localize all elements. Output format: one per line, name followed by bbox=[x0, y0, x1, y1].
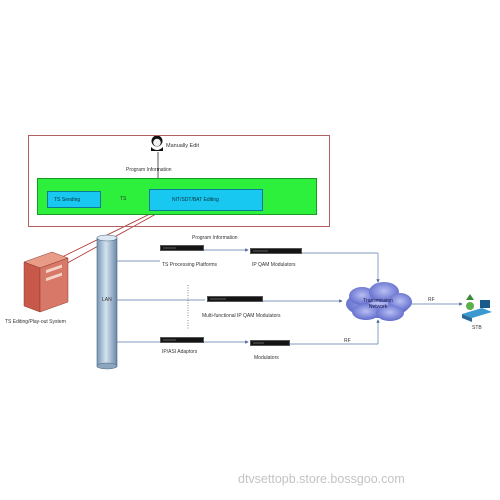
server-icon bbox=[23, 251, 69, 313]
ts-sending-label: TS Sending bbox=[54, 196, 81, 203]
modulator-device bbox=[250, 340, 290, 346]
program-information-top-label: Program Information bbox=[126, 167, 172, 173]
editing-frame bbox=[28, 135, 330, 227]
multi-functional-device bbox=[207, 296, 263, 302]
ip-asi-adaptor-device bbox=[160, 337, 204, 343]
nit-sdt-bat-editing-box[interactable]: NIT/SDT/BAT Editing bbox=[149, 189, 263, 211]
person-icon bbox=[151, 135, 163, 151]
ip-qam-modulators-label: IP QAM Modulators bbox=[252, 262, 296, 268]
watermark-text: dtvsettopb.store.bossgoo.com bbox=[238, 472, 405, 486]
stb-icon bbox=[462, 294, 492, 322]
transmission-network-label: Transmission Network bbox=[363, 298, 393, 310]
cloud-icon bbox=[346, 282, 412, 321]
program-information-mid-label: Program Information bbox=[192, 235, 238, 241]
rf-label-1: RF bbox=[428, 297, 435, 303]
ts-sending-box[interactable]: TS Sending bbox=[47, 191, 101, 208]
ip-asi-adaptors-label: IP/ASI Adaptors bbox=[162, 349, 198, 355]
ts-processing-platforms-label: TS Processing Platforms bbox=[162, 262, 218, 268]
nit-editing-label: NIT/SDT/BAT Editing bbox=[172, 197, 219, 203]
ts-arrow-label: TS bbox=[120, 196, 127, 202]
ip-qam-modulator-device bbox=[250, 248, 302, 254]
rf-label-2: RF bbox=[344, 338, 351, 344]
ts-processing-device bbox=[160, 245, 204, 251]
manually-edit-label: Manually Edit bbox=[166, 143, 200, 149]
modulators-label: Modulators bbox=[254, 355, 279, 361]
multi-functional-label: Multi-functional IP QAM Modulators bbox=[202, 313, 281, 319]
stb-label: STB bbox=[472, 325, 482, 331]
lan-label: LAN bbox=[102, 297, 112, 303]
ts-editing-system-label: TS Editing/Play-out System bbox=[5, 319, 66, 325]
